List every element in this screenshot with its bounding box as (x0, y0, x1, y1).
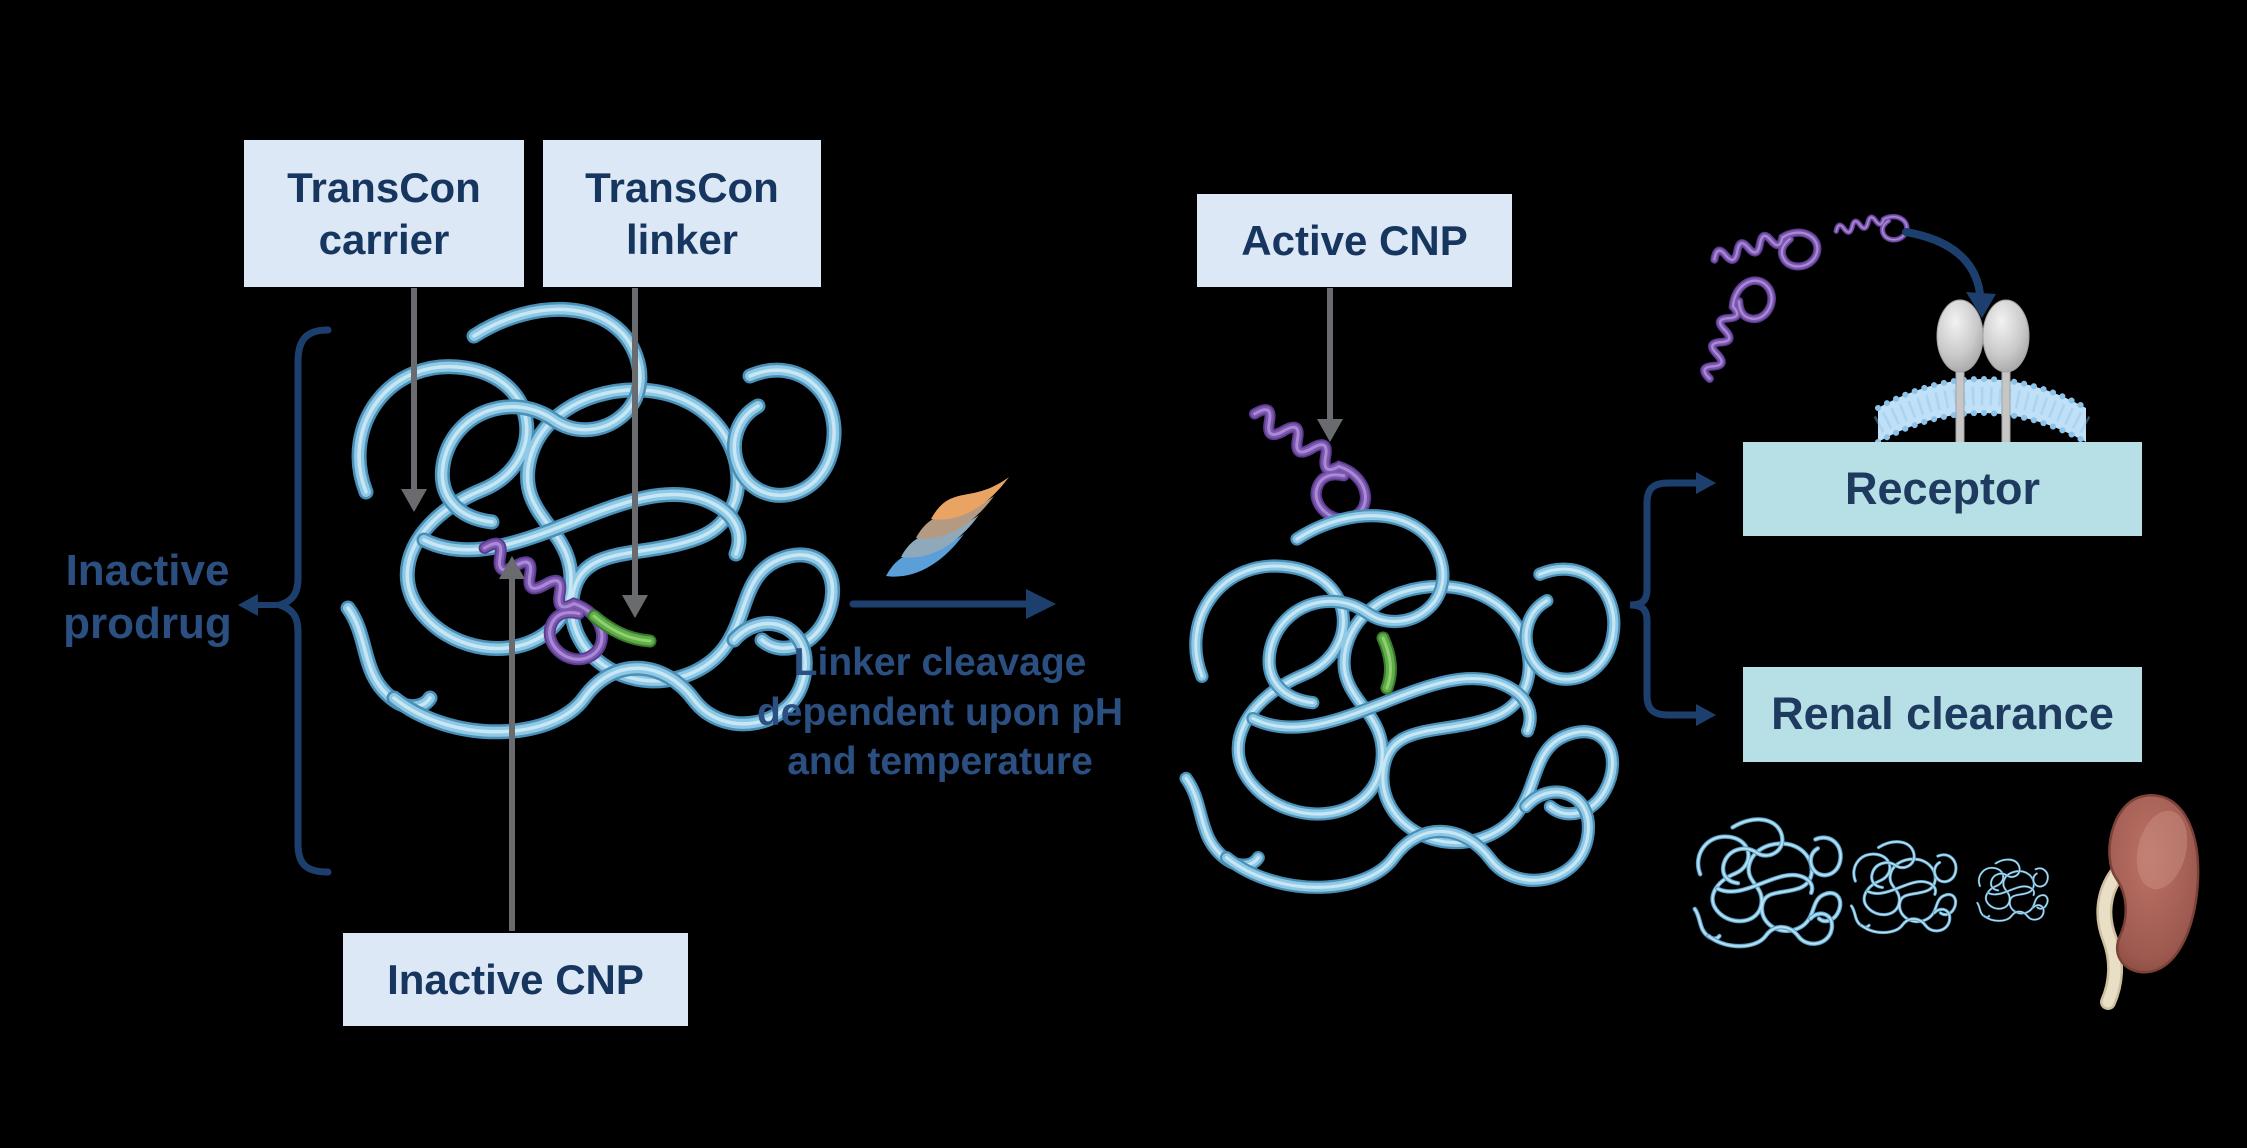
degrading-carrier-small (1977, 860, 2047, 921)
degrading-carrier-medium (1851, 842, 1956, 933)
transcon-carrier-label-box: TransCon carrier (244, 140, 524, 287)
inactive-prodrug-line1: Inactive (65, 546, 230, 595)
ascendis-waves-icon (886, 477, 1009, 577)
receptor-arrowhead-icon (1696, 472, 1716, 494)
cleavage-caption: Linker cleavage dependent upon pH and te… (690, 638, 1190, 787)
cleavage-line2: dependent upon pH (756, 690, 1124, 734)
inactive-prodrug-label: Inactive prodrug (40, 545, 255, 651)
active-cnp-label-box: Active CNP (1197, 194, 1512, 287)
peptide-to-receptor-arrow (1902, 228, 1996, 318)
fate-brace (1629, 472, 1716, 726)
degrading-carrier-large (1695, 819, 1841, 946)
cell-membrane-icon (1878, 379, 2086, 442)
receptor-dimer-illustration (1873, 299, 2091, 447)
transcon-linker-label-box: TransCon linker (543, 140, 821, 287)
transcon-linker-segment (587, 609, 657, 648)
transcon-linker-line1: TransCon (585, 164, 779, 212)
renal-arrowhead-icon (1696, 704, 1716, 726)
inactive-prodrug-brace (238, 326, 332, 876)
active-cnp-label: Active CNP (1241, 216, 1468, 264)
receptor-label: Receptor (1844, 462, 2041, 514)
cleaved-linker-remnant (1376, 631, 1397, 695)
transcon-linker-line2: linker (625, 215, 739, 263)
released-carrier-molecule (1186, 516, 1614, 888)
inactive-cnp-label: Inactive CNP (387, 955, 644, 1003)
transcon-linker-arrow (622, 288, 648, 618)
inactive-cnp-label-box: Inactive CNP (343, 933, 688, 1026)
cleavage-arrow (849, 589, 1056, 619)
brace-left-arrowhead-icon (238, 594, 258, 616)
active-cnp-peptide (1232, 401, 1379, 528)
active-cnp-arrow (1317, 288, 1343, 442)
cleavage-line3: and temperature (787, 740, 1093, 784)
receptor-dimer-icon (1936, 299, 2030, 447)
circulating-peptides (1699, 211, 1909, 389)
receptor-label-box: Receptor (1743, 442, 2142, 536)
transcon-carrier-line1: TransCon (287, 164, 481, 212)
renal-clearance-label-box: Renal clearance (1743, 667, 2142, 762)
renal-clearance-label: Renal clearance (1771, 688, 2114, 740)
inactive-prodrug-line2: prodrug (63, 598, 232, 648)
cleavage-line1: Linker cleavage (793, 641, 1087, 684)
transcon-carrier-arrow (401, 288, 427, 512)
inactive-cnp-arrow (499, 556, 525, 931)
kidney-icon (2096, 794, 2200, 1010)
transcon-carrier-line2: carrier (318, 215, 450, 263)
